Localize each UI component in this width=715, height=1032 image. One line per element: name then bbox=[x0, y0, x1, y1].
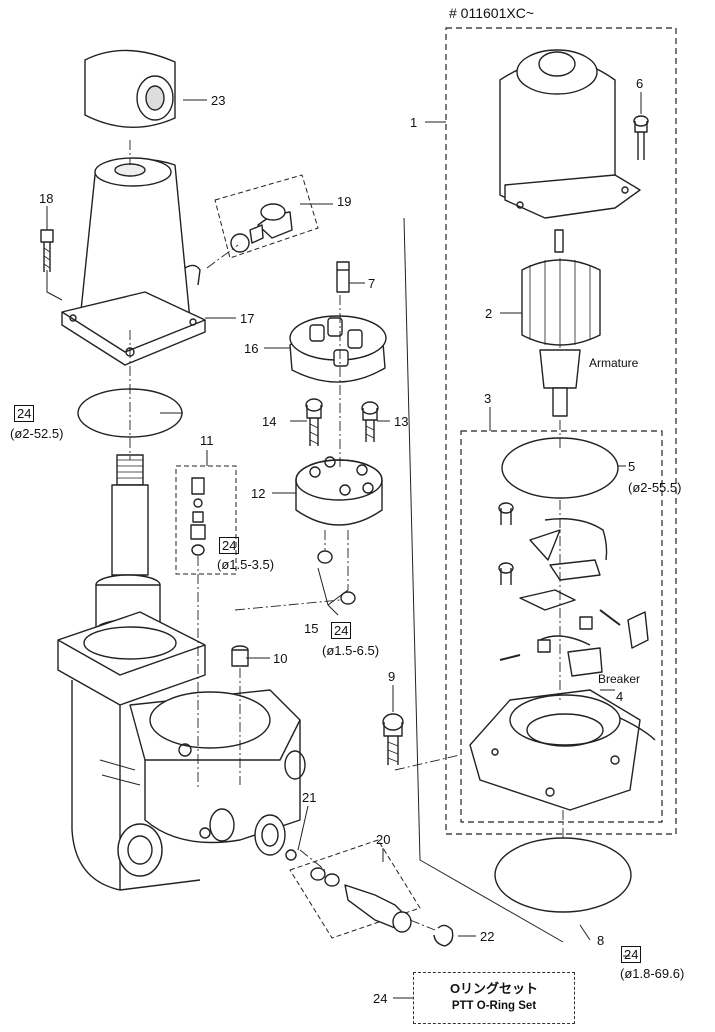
callout-5: 5 bbox=[628, 459, 636, 474]
part-16-valve-body bbox=[289, 315, 387, 383]
oring-ref-6-5-box: 24 bbox=[331, 622, 352, 639]
callout-18: 18 bbox=[39, 191, 54, 206]
callout-4: 4 bbox=[616, 689, 624, 704]
legend-japanese-title: Oリングセット bbox=[449, 981, 539, 996]
part-20-manual-valve bbox=[289, 839, 421, 939]
oring-ref-52-5-size: (ø2-52.5) bbox=[10, 426, 64, 441]
part-13-bolt bbox=[361, 401, 379, 442]
part-14-bolt bbox=[305, 398, 323, 446]
callout-23: 23 bbox=[211, 93, 226, 108]
callout-11: 11 bbox=[200, 433, 214, 448]
part-6-bolt bbox=[633, 115, 649, 160]
callout-16: 16 bbox=[244, 341, 259, 356]
part-22-circlip bbox=[433, 924, 454, 947]
brush-plate-assembly bbox=[498, 502, 649, 677]
armature-annotation: Armature bbox=[589, 356, 639, 370]
part-17-reservoir bbox=[61, 157, 206, 366]
callout-13: 13 bbox=[394, 414, 409, 429]
callout-12: 12 bbox=[251, 486, 266, 501]
oring-ref-6-5-size: (ø1.5-6.5) bbox=[322, 643, 380, 658]
breaker-annotation: Breaker bbox=[598, 672, 641, 686]
callout-8: 8 bbox=[597, 933, 605, 948]
callout-15: 15 bbox=[304, 621, 319, 636]
ram-housing bbox=[57, 454, 306, 891]
part-15-oring-a bbox=[317, 550, 333, 564]
callout-1: 1 bbox=[410, 115, 418, 130]
part-3-brush-box bbox=[460, 430, 663, 823]
part-12-manifold bbox=[295, 456, 383, 526]
part-11-check-valve bbox=[175, 465, 237, 575]
oring-ref-69-6-size: (ø1.8-69.6) bbox=[620, 966, 685, 981]
part-2-armature bbox=[521, 229, 601, 417]
part-7-pin bbox=[336, 261, 350, 293]
callout-10: 10 bbox=[273, 651, 288, 666]
part-8-oring bbox=[494, 837, 632, 913]
part-15-oring-b bbox=[340, 591, 356, 605]
part-9-bolt bbox=[382, 713, 404, 765]
callout-24: 24 bbox=[373, 991, 388, 1006]
part-21-oring bbox=[285, 849, 297, 861]
motor-end-housing bbox=[469, 689, 656, 811]
callout-17: 17 bbox=[240, 311, 255, 326]
part-19-valve bbox=[214, 174, 319, 259]
oring-ref-69-6-box: 24 bbox=[621, 946, 642, 963]
callout-2: 2 bbox=[485, 306, 493, 321]
callout-14: 14 bbox=[262, 414, 277, 429]
callout-3: 3 bbox=[484, 391, 492, 406]
oring-set-legend: Oリングセット PTT O-Ring Set bbox=[413, 972, 575, 1024]
callout-9: 9 bbox=[388, 669, 396, 684]
callout-19: 19 bbox=[337, 194, 352, 209]
serial-number-header: # 011601XC~ bbox=[449, 5, 534, 21]
legend-english-title: PTT O-Ring Set bbox=[451, 1000, 537, 1012]
callout-7: 7 bbox=[368, 276, 376, 291]
part-23-cap bbox=[84, 49, 176, 128]
part-10-fitting bbox=[231, 645, 249, 667]
callout-6: 6 bbox=[636, 76, 644, 91]
part-18-bolt bbox=[40, 229, 54, 272]
callout-22: 22 bbox=[480, 929, 495, 944]
oring-ref-52-5-box: 24 bbox=[14, 405, 35, 422]
callout-20: 20 bbox=[376, 832, 391, 847]
part-5-size: (ø2-55.5) bbox=[628, 480, 682, 495]
oring-ref-3-5-box: 24 bbox=[219, 537, 240, 554]
oring-ref-3-5-size: (ø1.5-3.5) bbox=[217, 557, 275, 572]
callout-21: 21 bbox=[302, 790, 317, 805]
motor-yoke bbox=[499, 49, 641, 219]
part-1-motor-box bbox=[445, 27, 677, 835]
